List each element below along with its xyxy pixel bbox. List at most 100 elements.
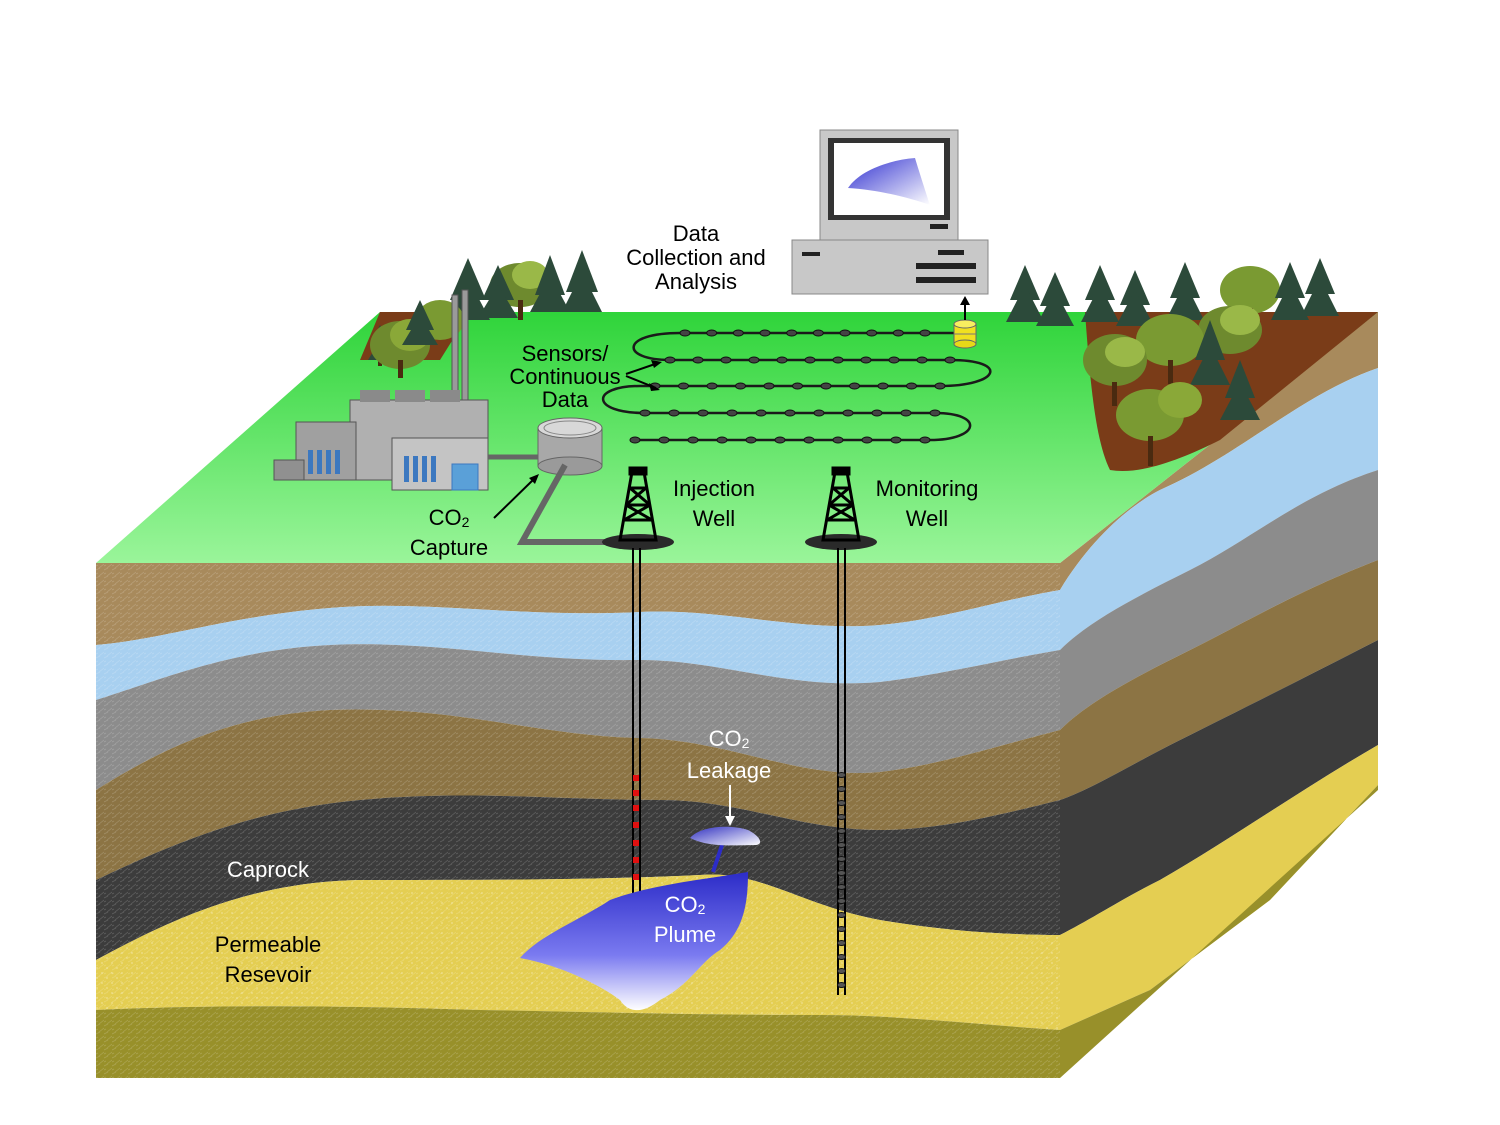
- label-permeable-reservoir: Permeable Resevoir: [196, 930, 340, 990]
- sensor-node-icon: [861, 436, 873, 444]
- label-co2-plume: CO2 Plume: [640, 891, 730, 949]
- side-gray: [1060, 470, 1378, 730]
- sensor-node-icon: [687, 436, 699, 444]
- monitoring-sensor-node: [837, 786, 846, 792]
- leak-path: [711, 844, 724, 873]
- label-line: Collection and: [626, 245, 766, 270]
- tree-icon: [562, 250, 602, 312]
- sensor-node-icon: [678, 382, 689, 390]
- tree-icon: [1136, 314, 1204, 384]
- side-aquifer: [1060, 368, 1378, 650]
- label-injection-well: Injection Well: [662, 474, 766, 534]
- data-canister-icon: [953, 319, 977, 349]
- sensor-node-icon: [706, 329, 718, 337]
- monitoring-well: [805, 466, 877, 995]
- monitoring-sensor-node: [837, 954, 846, 960]
- co2-text: CO: [708, 726, 742, 751]
- sensor-node-icon: [877, 382, 889, 390]
- sensor-node-icon: [892, 329, 904, 337]
- tree-icon: [402, 300, 438, 345]
- side-basement: [1060, 785, 1378, 1078]
- sensor-node-icon: [759, 329, 771, 337]
- sensor-node-icon: [820, 382, 832, 390]
- label-co2-leakage: CO2 Leakage: [676, 724, 782, 786]
- monitoring-sensor-node: [837, 940, 846, 946]
- front-layers: [96, 563, 1060, 1078]
- sensor-node-icon: [697, 409, 709, 417]
- side-sandstone: [1060, 560, 1378, 800]
- monitoring-sensor-node: [837, 828, 846, 834]
- tree-icon: [1083, 334, 1147, 406]
- sensor-node-icon: [906, 382, 917, 390]
- label-line: Plume: [653, 922, 717, 947]
- tree-icon: [1301, 258, 1339, 316]
- label-line: CO2: [676, 724, 782, 756]
- label-line: CO2: [640, 891, 730, 921]
- derrick-icon: [821, 466, 861, 542]
- sensor-node-icon: [706, 382, 718, 390]
- sensor-node-icon: [944, 356, 956, 364]
- monitoring-sensor-node: [837, 982, 846, 988]
- sensor-node-icon: [755, 409, 767, 417]
- co2-plume: [520, 872, 748, 1011]
- label-monitoring-well: Monitoring Well: [862, 474, 992, 534]
- screen-plume: [848, 158, 930, 205]
- computer-icon: [791, 129, 989, 295]
- sensor-node-icon: [866, 329, 878, 337]
- sensor-array: [601, 329, 992, 444]
- sensor-node-icon: [735, 382, 746, 390]
- derrick-icon: [618, 466, 658, 542]
- co2-subscript: 2: [461, 514, 470, 530]
- tree-group-left: [368, 250, 602, 378]
- sensor-node-icon: [776, 356, 788, 364]
- sensor-node-icon: [726, 409, 738, 417]
- sensor-node-icon: [812, 329, 824, 337]
- power-plant-icon: [273, 289, 489, 491]
- sensor-node-icon: [786, 329, 798, 337]
- sensor-node-icon: [716, 436, 728, 444]
- sensor-arrow-1: [625, 362, 659, 375]
- leak-markers: [633, 775, 639, 880]
- sensor-node-icon: [803, 436, 815, 444]
- label-line: Well: [692, 506, 736, 531]
- label-caprock: Caprock: [227, 857, 309, 882]
- tree-icon: [1036, 272, 1074, 326]
- tree-icon: [1271, 262, 1309, 320]
- sensor-node-icon: [679, 329, 691, 337]
- label-line: CO2: [394, 504, 504, 534]
- sensor-node-icon: [849, 382, 860, 390]
- capture-arrow: [493, 477, 536, 519]
- tree-icon: [478, 265, 518, 318]
- tree-icon: [530, 255, 570, 312]
- sensor-node-icon: [888, 356, 900, 364]
- co2-leakage-pocket: [690, 826, 761, 846]
- label-line: Monitoring: [875, 476, 979, 501]
- sensor-node-icon: [890, 436, 902, 444]
- monitoring-sensor-node: [837, 856, 846, 862]
- side-caprock: [1060, 640, 1378, 935]
- smokestack: [451, 294, 459, 404]
- tree-icon: [1116, 270, 1154, 326]
- sensor-node-icon: [832, 356, 844, 364]
- label-line: Permeable: [214, 932, 322, 957]
- sensor-node-icon: [839, 329, 851, 337]
- tree-icon: [1166, 262, 1204, 320]
- sensor-node-icon: [763, 382, 775, 390]
- capture-tank-icon: [537, 417, 603, 476]
- sensor-node-icon: [784, 409, 796, 417]
- label-line: Well: [905, 506, 949, 531]
- sensor-node-icon: [842, 409, 854, 417]
- label-line: Leakage: [686, 758, 772, 783]
- label-line: Data: [672, 221, 720, 246]
- label-line: Analysis: [655, 269, 737, 294]
- monitoring-sensor-node: [837, 800, 846, 806]
- sensor-node-icon: [664, 356, 676, 364]
- sensor-node-icon: [792, 382, 803, 390]
- sensor-node-icon: [860, 356, 872, 364]
- label-line: Sensors/: [521, 341, 609, 366]
- label-co2-capture: CO2 Capture: [394, 504, 504, 562]
- label-line: Capture: [409, 535, 489, 560]
- sensor-nodes: [629, 329, 956, 444]
- co2-subscript: 2: [741, 735, 750, 751]
